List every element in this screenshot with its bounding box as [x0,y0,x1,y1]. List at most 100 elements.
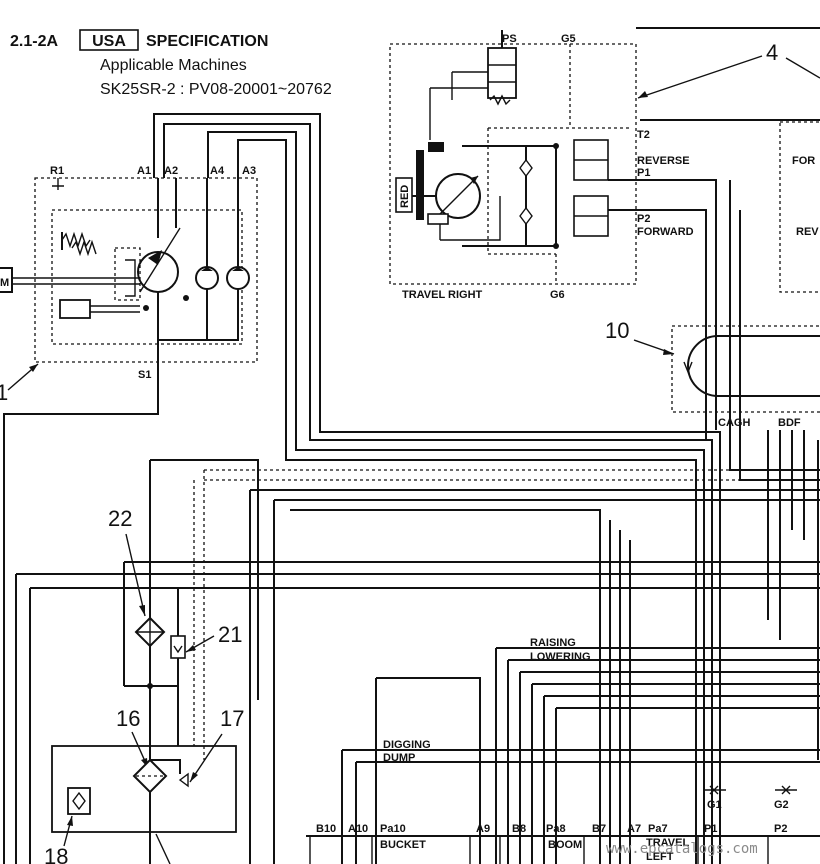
port-p1: P1 [704,823,717,835]
callout-1-arrow [29,364,38,372]
label-reverse: REVERSE [637,155,690,167]
line-a1 [153,113,721,864]
section-number: 2.1-2A [10,33,58,50]
callout-21: 21 [218,622,242,647]
label-rev-clipped: REV [796,226,819,238]
callout-4-leaders [637,55,820,99]
drive-shaft [12,277,140,285]
junction-dot [553,243,559,249]
callout-22-leader [125,533,146,617]
section-boom: BOOM [548,839,582,851]
line-a2 [163,123,713,864]
port-a10: A10 [348,823,368,835]
swivel-joint-symbol [687,335,820,397]
callout-10-arrow [663,349,674,355]
drain-lines [439,196,501,241]
bypass-valve-17 [178,772,189,788]
callout-1: 1 [0,380,8,405]
gauge-g2: G2 [774,799,789,811]
tank-line-2 [29,587,820,864]
label-dump: DUMP [383,752,415,764]
port-a4: A4 [210,165,225,177]
callout-17: 17 [220,706,244,731]
port-b7: B7 [592,823,606,835]
port-p2: P2 [774,823,787,835]
regulator-link [125,259,136,297]
regulator-spring [61,231,97,257]
region-box [79,29,139,51]
travel-right-motor: PS G5 G6 T2 REVERSE P1 P2 FORWARD TRAVEL… [389,30,694,301]
port-a9: A9 [476,823,490,835]
brake-top [428,142,444,152]
suction-line [3,362,159,864]
port-a2: A2 [164,165,178,177]
motor-label: M [0,277,9,289]
section-bucket: BUCKET [380,839,426,851]
junction-dot [143,305,149,311]
cb-dividers [574,159,608,217]
travel-left-feed [729,180,820,481]
region-label: USA [92,33,126,50]
red-label: RED [399,185,411,208]
motor-circuit [462,145,557,247]
label-raising: RAISING [530,637,576,649]
label-lowering: LOWERING [530,651,591,663]
travel-dash-pilot [487,127,632,255]
section-travel: TRAVEL [646,837,689,849]
gauge-cross [709,785,791,795]
callout-16: 16 [116,706,140,731]
valve-section-dividers [309,836,769,864]
port-pa7: Pa7 [648,823,668,835]
travel-right-title: TRAVEL RIGHT [402,289,483,301]
gauge-g1: G1 [707,799,722,811]
label-forward: FORWARD [637,226,694,238]
watermark: www.epcatalogs.com [606,841,758,857]
port-s1: S1 [138,369,151,381]
callout-4-arrow [638,91,648,98]
pilot-drain [193,470,205,760]
line-490 [249,489,820,864]
valve-dividers [488,64,516,83]
boom-lines [495,647,820,864]
line-a3 [237,139,697,864]
pump-outlet-lines [157,178,239,267]
swivel-boundary [671,325,820,413]
port-a7: A7 [627,823,641,835]
bucket-lines [341,749,820,864]
valve-spring [489,94,511,106]
swivel-drops [767,430,805,640]
hydraulic-tank [51,745,237,833]
port-ps: PS [502,33,517,45]
port-pa8: Pa8 [546,823,566,835]
swivel-ports-cagh: CAGH [718,417,750,429]
travel-right-feed [636,179,717,440]
swivel-ports-bdf: BDF [778,417,801,429]
motor-variable-arrow [439,175,479,215]
port-a3: A3 [242,165,256,177]
port-g6: G6 [550,289,565,301]
callout-21-arrow [186,645,196,652]
regulator-pilot [114,247,141,301]
callout-10: 10 [605,318,629,343]
cooler-cross [136,618,164,646]
machine-range: SK25SR-2 : PV08-20001~20762 [100,81,332,98]
port-p2: P2 [637,213,650,225]
check-valve-21-ball [173,645,183,654]
regulator-piston [59,299,91,319]
gear-pump-1-triangle [201,267,213,271]
pump-triangle [148,250,162,265]
piston-rod [90,305,140,313]
check-valves [519,158,533,226]
spec-title: SPECIFICATION [146,33,268,50]
junction-dot [147,683,153,689]
cb-port-lines [608,179,636,211]
line-510 [290,509,601,864]
motor-arrow-head [470,176,478,184]
hydraulic-lines [3,113,820,864]
port-t2: T2 [637,129,650,141]
callout-18-arrow [67,816,73,826]
pump-boundary [34,177,258,363]
brake-bottom [427,213,449,225]
drain-symbol [52,178,64,190]
